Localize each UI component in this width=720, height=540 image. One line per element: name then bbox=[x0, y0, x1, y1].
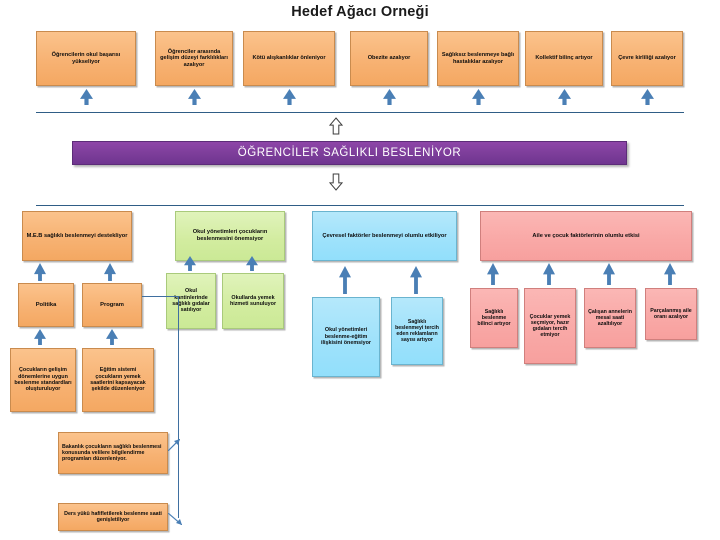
subcause-box-3[interactable]: Okul kantinlerinde sağlıklı gıdalar satı… bbox=[166, 273, 216, 329]
up-arrow-icon-outcome-4 bbox=[382, 89, 396, 105]
program-to-detail-arrow-1-icon bbox=[167, 438, 181, 452]
up-arrow-icon-outcome-6 bbox=[557, 89, 571, 105]
up-arrow-icon-subcause-6 bbox=[410, 266, 422, 294]
outcomes-baseline bbox=[36, 112, 684, 113]
up-arrow-icon-subcause-8 bbox=[543, 263, 555, 285]
goal-to-outcome-arrow-icon bbox=[328, 117, 344, 135]
outcome-box-7[interactable]: Çevre kirliliği azalıyor bbox=[611, 31, 683, 86]
causes-baseline bbox=[36, 205, 684, 206]
cause-box-1[interactable]: M.E.B sağlıklı beslenmeyi destekliyor bbox=[22, 211, 132, 261]
up-arrow-icon-outcome-1 bbox=[79, 89, 93, 105]
goal-banner[interactable]: ÖĞRENCİLER SAĞLIKLI BESLENİYOR bbox=[72, 141, 627, 165]
up-arrow-icon-subcause-9 bbox=[603, 263, 615, 285]
outcome-box-4[interactable]: Obezite azalıyor bbox=[350, 31, 428, 86]
subcause-box-6[interactable]: Sağlıklı beslenmeyi tercih eden reklamla… bbox=[391, 297, 443, 365]
cause-box-3[interactable]: Çevresel faktörler beslenmeyi olumlu etk… bbox=[312, 211, 457, 261]
up-arrow-icon-outcome-2 bbox=[187, 89, 201, 105]
up-arrow-icon-detail-1 bbox=[34, 329, 46, 345]
up-arrow-icon-subcause-1 bbox=[34, 263, 46, 281]
outcome-box-1[interactable]: Öğrencilerin okul başarısı yükseliyor bbox=[36, 31, 136, 86]
program-connector-horizontal bbox=[142, 296, 178, 297]
outcome-box-5[interactable]: Sağlıksız beslenmeye bağlı hastalıklar a… bbox=[437, 31, 519, 86]
cause-box-4[interactable]: Aile ve çocuk faktörlerinin olumlu etkis… bbox=[480, 211, 692, 261]
program-detail-box-2[interactable]: Ders yükü hafifletilerek beslenme saati … bbox=[58, 503, 168, 531]
up-arrow-icon-subcause-5 bbox=[339, 266, 351, 294]
detail-box-2[interactable]: Eğitim sistemi çocukların yemek saatleri… bbox=[82, 348, 154, 412]
up-arrow-icon-subcause-7 bbox=[487, 263, 499, 285]
subcause-box-4[interactable]: Okullarda yemek hizmeti sunuluyor bbox=[222, 273, 284, 329]
subcause-box-5[interactable]: Okul yönetimleri beslenme-eğitim ilişkis… bbox=[312, 297, 380, 377]
outcome-box-3[interactable]: Kötü alışkanlıklar önleniyor bbox=[243, 31, 335, 86]
subcause-box-2[interactable]: Program bbox=[82, 283, 142, 327]
outcome-box-2[interactable]: Öğrenciler arasında gelişim düzeyi farkl… bbox=[155, 31, 233, 86]
subcause-box-9[interactable]: Çalışan annelerin mesai saati azaltılıyo… bbox=[584, 288, 636, 348]
subcause-box-10[interactable]: Parçalanmış aile oranı azalıyor bbox=[645, 288, 697, 340]
up-arrow-icon-subcause-2 bbox=[104, 263, 116, 281]
page-title: Hedef Ağacı Orneği bbox=[291, 4, 429, 20]
cause-box-2[interactable]: Okul yönetimleri çocukların beslenmesini… bbox=[175, 211, 285, 261]
subcause-box-7[interactable]: Sağlıklı beslenme bilinci artıyor bbox=[470, 288, 518, 348]
goal-to-cause-arrow-icon bbox=[328, 173, 344, 191]
outcome-box-6[interactable]: Kollektif bilinç artıyor bbox=[525, 31, 603, 86]
up-arrow-icon-detail-2 bbox=[106, 329, 118, 345]
up-arrow-icon-subcause-4 bbox=[246, 256, 258, 271]
up-arrow-icon-outcome-3 bbox=[282, 89, 296, 105]
program-connector-vertical bbox=[178, 296, 179, 518]
program-detail-box-1[interactable]: Bakanlık çocukların sağlıklı beslenmesi … bbox=[58, 432, 168, 474]
program-to-detail-arrow-2-icon bbox=[167, 512, 183, 526]
subcause-box-8[interactable]: Çocuklar yemek seçmiyor, hazır gıdaları … bbox=[524, 288, 576, 364]
up-arrow-icon-outcome-7 bbox=[640, 89, 654, 105]
subcause-box-1[interactable]: Politika bbox=[18, 283, 74, 327]
detail-box-1[interactable]: Çocukların gelişim dönemlerine uygun bes… bbox=[10, 348, 76, 412]
up-arrow-icon-outcome-5 bbox=[471, 89, 485, 105]
up-arrow-icon-subcause-10 bbox=[664, 263, 676, 285]
up-arrow-icon-subcause-3 bbox=[184, 256, 196, 271]
